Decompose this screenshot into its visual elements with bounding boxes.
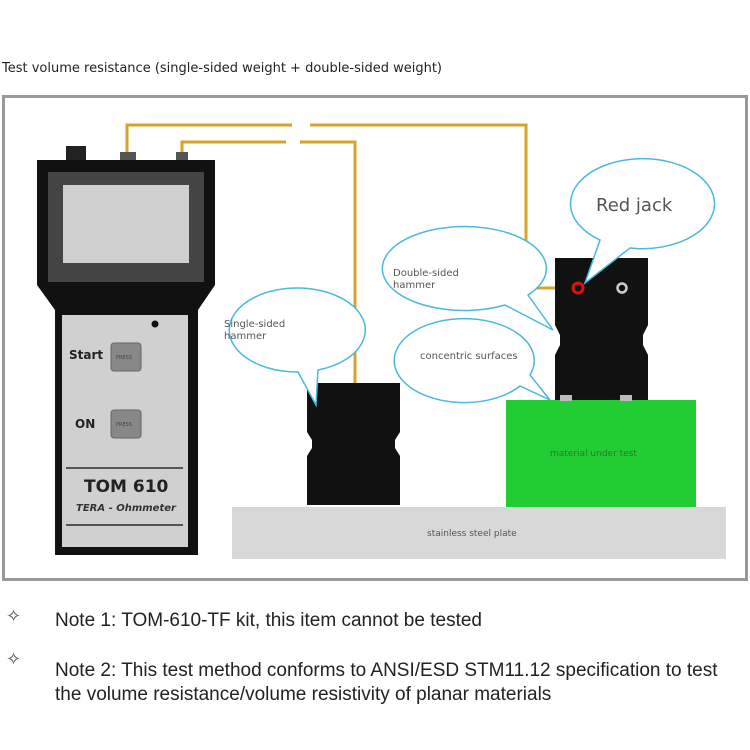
callout-red-jack: Red jack	[596, 195, 673, 216]
device-subtitle: TERA - Ohmmeter	[76, 503, 176, 514]
device-model: TOM 610	[84, 477, 169, 497]
note-2: Note 2: This test method conforms to ANS…	[55, 660, 718, 705]
start-button-text: PRESS	[116, 355, 132, 361]
callout-concentric: concentric surfaces	[420, 351, 518, 362]
callout-double-hammer: Double-sided hammer	[393, 268, 459, 291]
black-jack	[616, 282, 628, 294]
start-button	[110, 342, 142, 372]
diamond-star-icon: ✧	[6, 649, 22, 670]
knob	[66, 146, 86, 160]
plate-label: stainless steel plate	[427, 529, 517, 539]
callouts	[228, 157, 716, 408]
note-1: Note 1: TOM-610-TF kit, this item cannot…	[55, 610, 482, 631]
page-title: Test volume resistance (single-sided wei…	[2, 61, 442, 76]
material-label: material under test	[550, 449, 637, 459]
start-label: Start	[69, 348, 104, 362]
red-jack	[571, 281, 585, 295]
on-button	[110, 409, 142, 439]
ohmmeter	[37, 146, 215, 555]
on-label: ON	[75, 417, 96, 431]
on-button-text: PRESS	[116, 422, 132, 428]
material-under-test	[506, 400, 696, 507]
diamond-star-icon: ✧	[6, 606, 22, 627]
diagram-frame	[2, 95, 748, 581]
single-sided-hammer	[307, 383, 400, 505]
screen	[63, 185, 189, 263]
steel-plate	[232, 507, 726, 559]
double-sided-hammer	[555, 258, 648, 400]
callout-single-hammer: Single-sided hammer	[224, 319, 286, 342]
